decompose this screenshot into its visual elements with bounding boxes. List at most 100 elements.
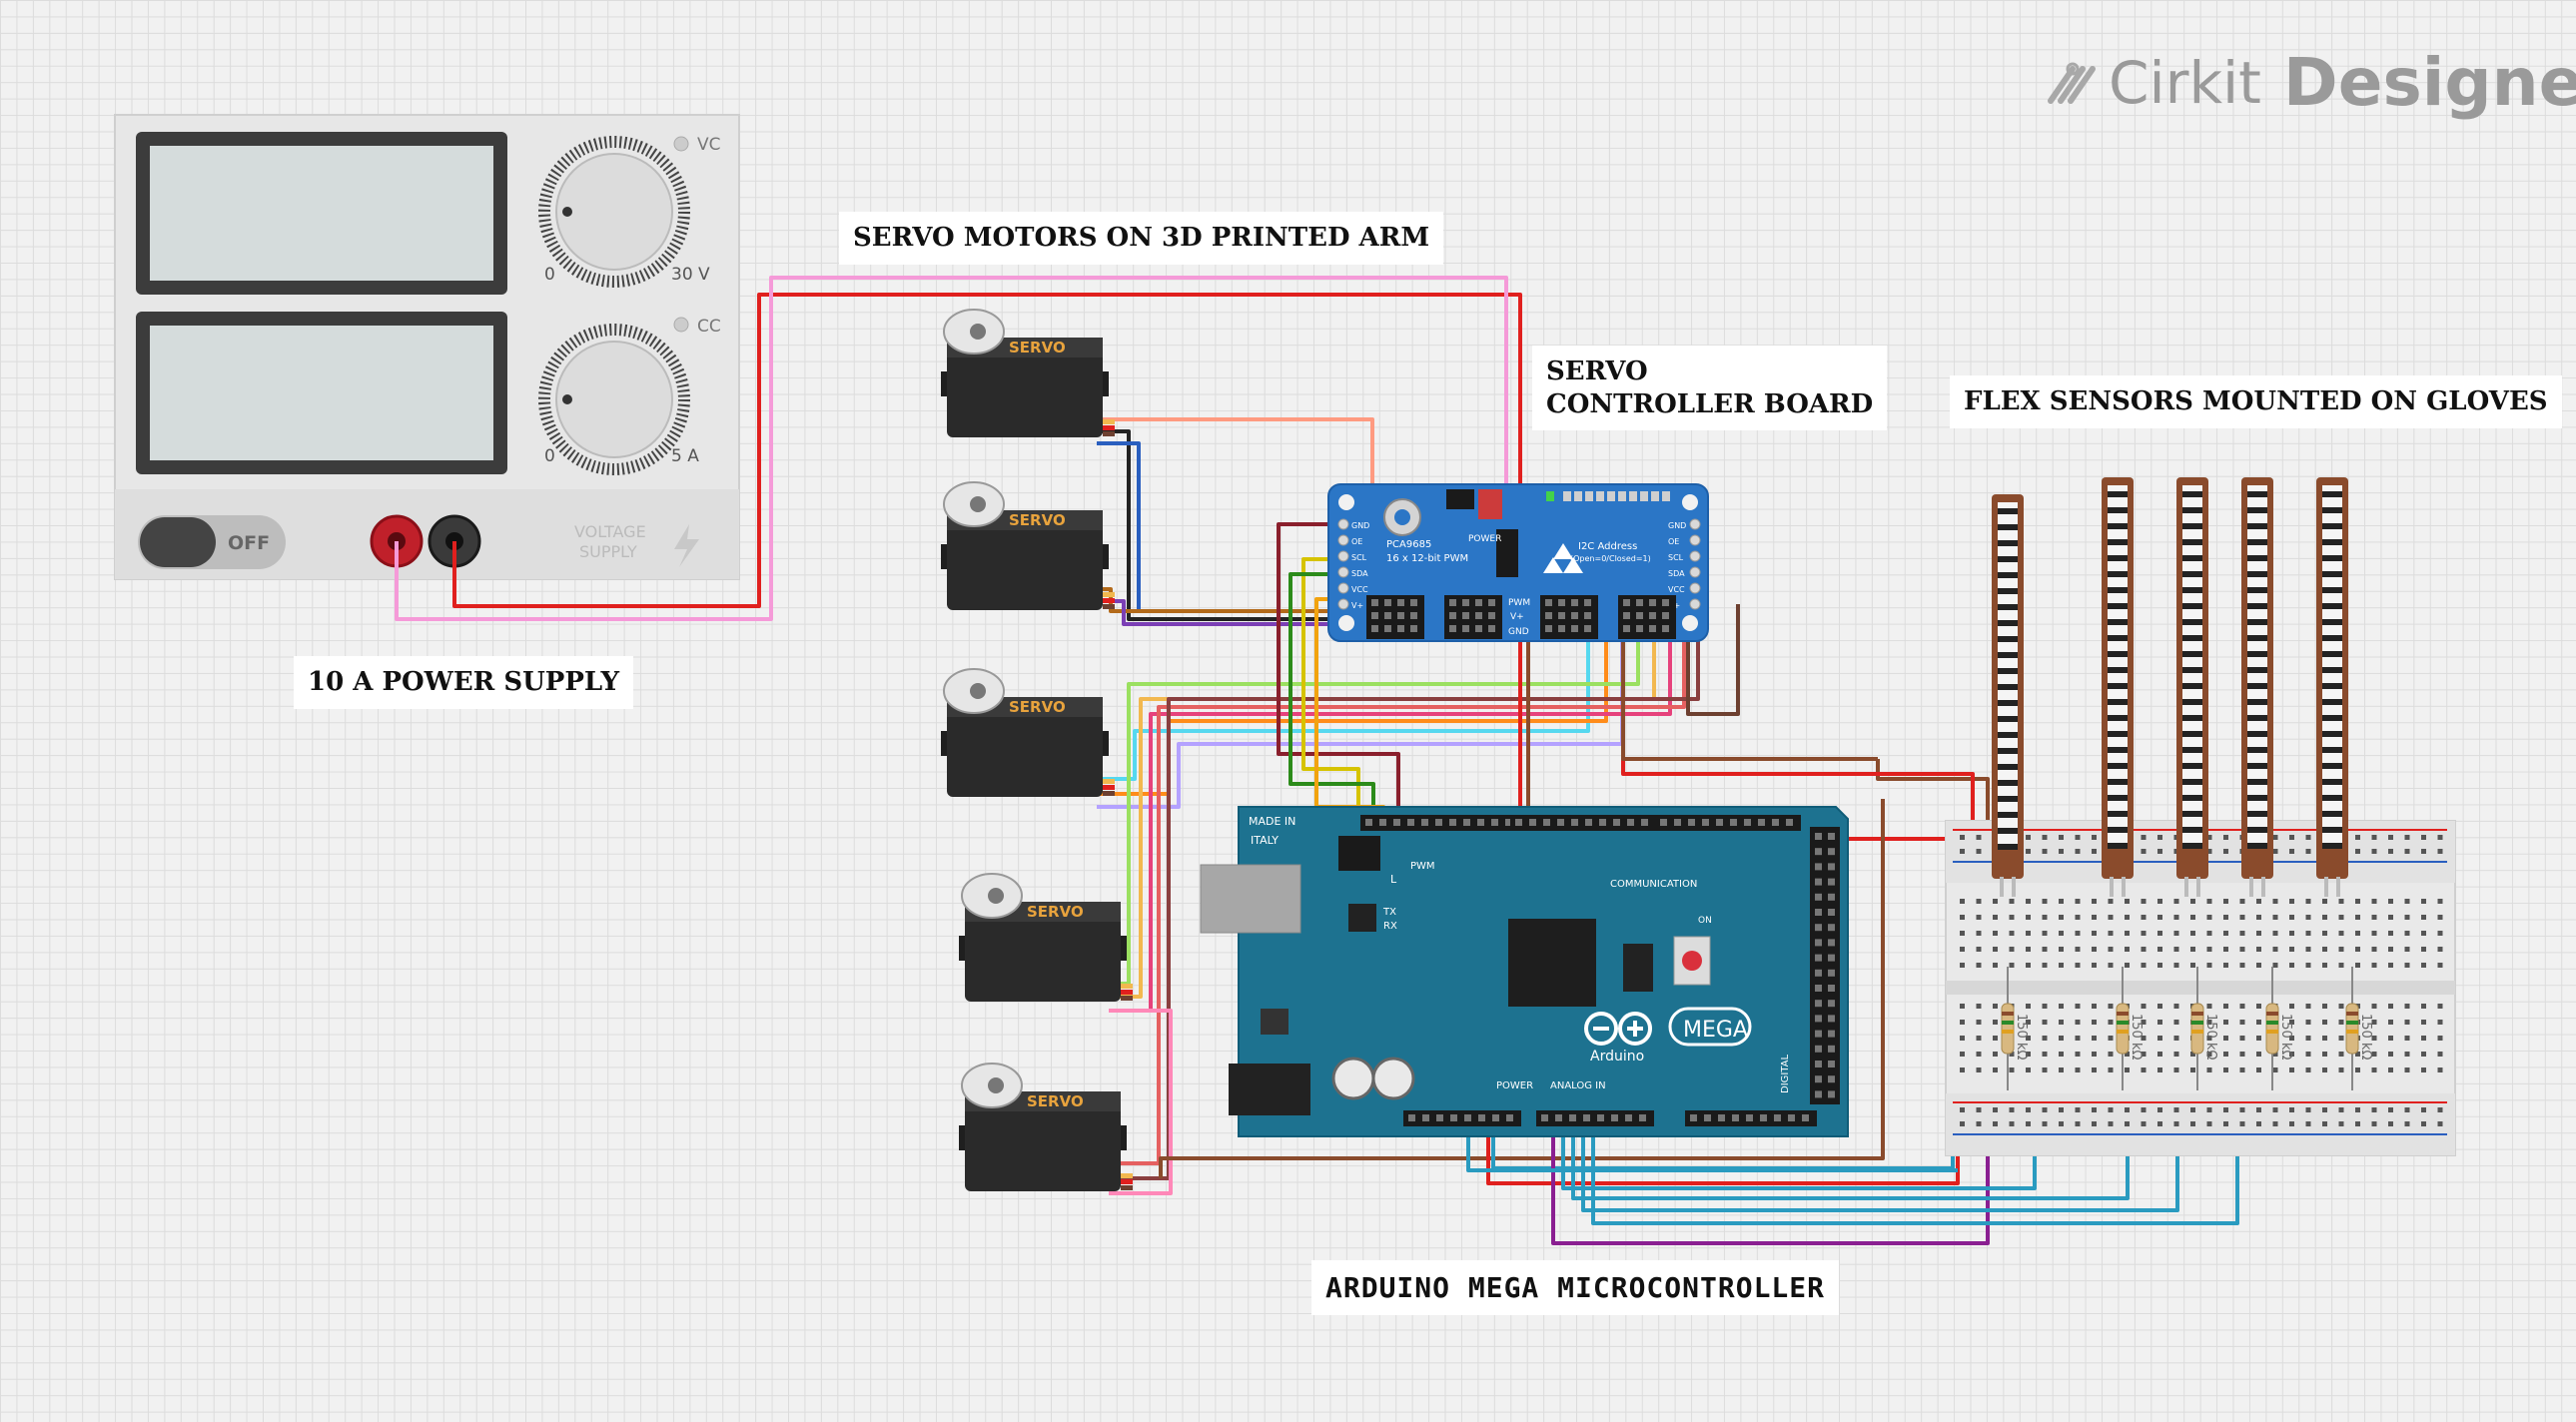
terminal-hole[interactable]	[2157, 1067, 2162, 1072]
pwm-header-pin[interactable]	[1623, 612, 1630, 619]
header-pin[interactable]	[1815, 954, 1822, 962]
pwm-header-pin[interactable]	[1384, 625, 1391, 632]
terminal-hole[interactable]	[2239, 1052, 2245, 1057]
rail-hole[interactable]	[2141, 849, 2147, 854]
header-pin[interactable]	[1815, 1015, 1822, 1023]
rail-hole[interactable]	[2421, 835, 2426, 840]
terminal-hole[interactable]	[2059, 1004, 2064, 1009]
terminal-hole[interactable]	[2092, 1020, 2097, 1025]
pca-left-pin[interactable]	[1337, 598, 1349, 610]
terminal-hole[interactable]	[2338, 963, 2344, 968]
terminal-hole[interactable]	[1993, 1052, 1998, 1057]
terminal-hole[interactable]	[2026, 931, 2031, 936]
terminal-hole[interactable]	[1993, 1036, 1998, 1041]
rail-hole[interactable]	[2404, 835, 2410, 840]
terminal-hole[interactable]	[2223, 947, 2228, 952]
pwm-header-pin[interactable]	[1475, 599, 1482, 606]
terminal-hole[interactable]	[2042, 1004, 2048, 1009]
terminal-hole[interactable]	[2256, 1020, 2261, 1025]
header-pin[interactable]	[1828, 1000, 1835, 1008]
header-pin[interactable]	[1828, 893, 1835, 901]
terminal-hole[interactable]	[2322, 931, 2327, 936]
pca-left-pin[interactable]	[1337, 518, 1349, 530]
terminal-hole[interactable]	[1976, 1052, 1982, 1057]
pca-right-pin[interactable]	[1689, 566, 1701, 578]
terminal-hole[interactable]	[2289, 947, 2294, 952]
terminal-hole[interactable]	[2272, 915, 2278, 920]
terminal-hole[interactable]	[2305, 1020, 2311, 1025]
terminal-hole[interactable]	[2421, 1067, 2426, 1072]
pca-right-pin[interactable]	[1689, 550, 1701, 562]
terminal-hole[interactable]	[1976, 1067, 1982, 1072]
header-pin[interactable]	[1422, 1114, 1429, 1121]
terminal-hole[interactable]	[2157, 931, 2162, 936]
terminal-hole[interactable]	[2305, 899, 2311, 904]
header-pin[interactable]	[1828, 1045, 1835, 1053]
terminal-hole[interactable]	[2256, 915, 2261, 920]
rail-hole[interactable]	[2009, 1121, 2015, 1126]
terminal-hole[interactable]	[2223, 1020, 2228, 1025]
terminal-hole[interactable]	[2404, 1067, 2410, 1072]
pwm-header-pin[interactable]	[1410, 612, 1417, 619]
terminal-hole[interactable]	[2026, 899, 2031, 904]
rail-hole[interactable]	[2388, 1121, 2393, 1126]
terminal-hole[interactable]	[2157, 947, 2162, 952]
header-pin[interactable]	[1815, 985, 1822, 992]
address-pad[interactable]	[1563, 491, 1571, 501]
rail-hole[interactable]	[2437, 1107, 2443, 1112]
terminal-hole[interactable]	[2223, 915, 2228, 920]
terminal-hole[interactable]	[2173, 1052, 2179, 1057]
terminal-hole[interactable]	[2092, 1067, 2097, 1072]
header-pin[interactable]	[1674, 819, 1681, 826]
terminal-hole[interactable]	[2272, 931, 2278, 936]
header-pin[interactable]	[1828, 1075, 1835, 1083]
terminal-hole[interactable]	[2173, 1067, 2179, 1072]
terminal-hole[interactable]	[2026, 1067, 2031, 1072]
terminal-hole[interactable]	[2404, 947, 2410, 952]
header-pin[interactable]	[1744, 819, 1751, 826]
header-pin[interactable]	[1599, 819, 1606, 826]
terminal-hole[interactable]	[2042, 915, 2048, 920]
terminal-hole[interactable]	[2322, 1067, 2327, 1072]
pwm-header-pin[interactable]	[1571, 625, 1578, 632]
terminal-hole[interactable]	[2092, 1052, 2097, 1057]
pwm-header-pin[interactable]	[1449, 599, 1456, 606]
terminal-hole[interactable]	[2421, 1036, 2426, 1041]
terminal-hole[interactable]	[2355, 947, 2360, 952]
terminal-hole[interactable]	[1976, 915, 1982, 920]
terminal-hole[interactable]	[2223, 963, 2228, 968]
reset-button[interactable]	[1682, 951, 1702, 971]
pwm-header-pin[interactable]	[1449, 625, 1456, 632]
rail-hole[interactable]	[2338, 1107, 2344, 1112]
pwm-header-pin[interactable]	[1488, 599, 1495, 606]
header-pin[interactable]	[1583, 1114, 1590, 1121]
header-pin[interactable]	[1828, 985, 1835, 992]
pwm-header-pin[interactable]	[1662, 625, 1669, 632]
pwm-header-pin[interactable]	[1584, 599, 1591, 606]
terminal-hole[interactable]	[2437, 947, 2443, 952]
voltage-dial[interactable]	[538, 136, 690, 288]
terminal-hole[interactable]	[2421, 1052, 2426, 1057]
header-pin[interactable]	[1611, 1114, 1618, 1121]
wire-servo3-signal[interactable]	[1097, 604, 1590, 781]
terminal-hole[interactable]	[2289, 1052, 2294, 1057]
servo-motor[interactable]: SERVO	[941, 668, 1115, 797]
header-pin[interactable]	[1815, 969, 1822, 977]
terminal-hole[interactable]	[2157, 899, 2162, 904]
pwm-header-pin[interactable]	[1410, 625, 1417, 632]
terminal-hole[interactable]	[2338, 1004, 2344, 1009]
terminal-hole[interactable]	[2157, 1036, 2162, 1041]
terminal-hole[interactable]	[2108, 915, 2114, 920]
rail-hole[interactable]	[2092, 1121, 2097, 1126]
terminal-hole[interactable]	[2289, 1036, 2294, 1041]
rail-hole[interactable]	[2042, 1107, 2048, 1112]
terminal-hole[interactable]	[2141, 899, 2147, 904]
address-pad[interactable]	[1640, 491, 1648, 501]
pwm-header-pin[interactable]	[1558, 625, 1565, 632]
terminal-hole[interactable]	[2009, 963, 2015, 968]
rail-hole[interactable]	[2026, 835, 2031, 840]
terminal-hole[interactable]	[2125, 1067, 2130, 1072]
terminal-hole[interactable]	[2075, 947, 2081, 952]
header-pin[interactable]	[1758, 819, 1765, 826]
terminal-hole[interactable]	[1976, 1036, 1982, 1041]
